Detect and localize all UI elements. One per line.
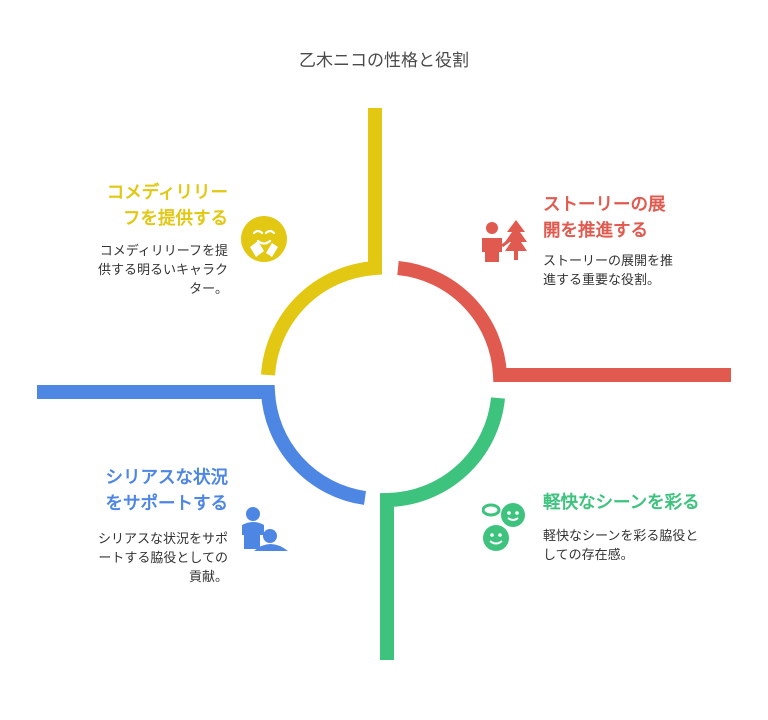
- support-people-icon: [242, 507, 288, 551]
- light-scenes-description: 軽快なシーンを彩る脇役と しての存在感。: [543, 527, 743, 565]
- desc-line: ストーリーの展開を推: [543, 254, 674, 269]
- serious-support-heading: シリアスな状況 をサポートする: [60, 465, 229, 517]
- diagram-title: 乙木ニコの性格と役割: [299, 51, 469, 71]
- heading-line: をサポートする: [105, 494, 229, 514]
- green-quadrant-line: [380, 397, 505, 660]
- desc-line: 進する重要な役割。: [543, 273, 661, 288]
- yellow-quadrant-line: [261, 108, 382, 376]
- comedy-smile-icon: [241, 216, 287, 262]
- heading-line: シリアスな状況: [105, 468, 229, 488]
- heading-line: フを提供する: [123, 209, 228, 229]
- person-tree-icon: [482, 220, 527, 262]
- desc-line: コメディリリーフを提: [99, 244, 228, 259]
- red-quadrant-line: [397, 261, 731, 382]
- desc-line: シリアスな状況をサポ: [97, 532, 228, 547]
- heading-line: 軽快なシーンを彩る: [543, 493, 700, 513]
- desc-line: しての存在感。: [543, 548, 634, 563]
- happy-faces-icon: [482, 503, 525, 551]
- comedy-relief-description: コメディリリーフを提 供する明るいキャラク ター。: [60, 242, 228, 299]
- desc-line: 貢献。: [188, 570, 228, 585]
- heading-line: コメディリリー: [106, 183, 228, 203]
- desc-line: ートする脇役としての: [98, 551, 228, 566]
- desc-line: ター。: [189, 282, 228, 297]
- comedy-relief-heading: コメディリリー フを提供する: [60, 180, 228, 232]
- serious-support-description: シリアスな状況をサポ ートする脇役としての 貢献。: [60, 530, 228, 587]
- heading-line: ストーリーの展: [543, 195, 666, 215]
- story-progress-description: ストーリーの展開を推 進する重要な役割。: [543, 252, 713, 290]
- heading-line: 開を推進する: [543, 221, 648, 241]
- blue-quadrant-line: [37, 385, 367, 505]
- desc-line: 供する明るいキャラク: [97, 263, 228, 278]
- light-scenes-heading: 軽快なシーンを彩る: [543, 490, 743, 516]
- story-progress-heading: ストーリーの展 開を推進する: [543, 192, 713, 244]
- desc-line: 軽快なシーンを彩る脇役と: [543, 529, 699, 544]
